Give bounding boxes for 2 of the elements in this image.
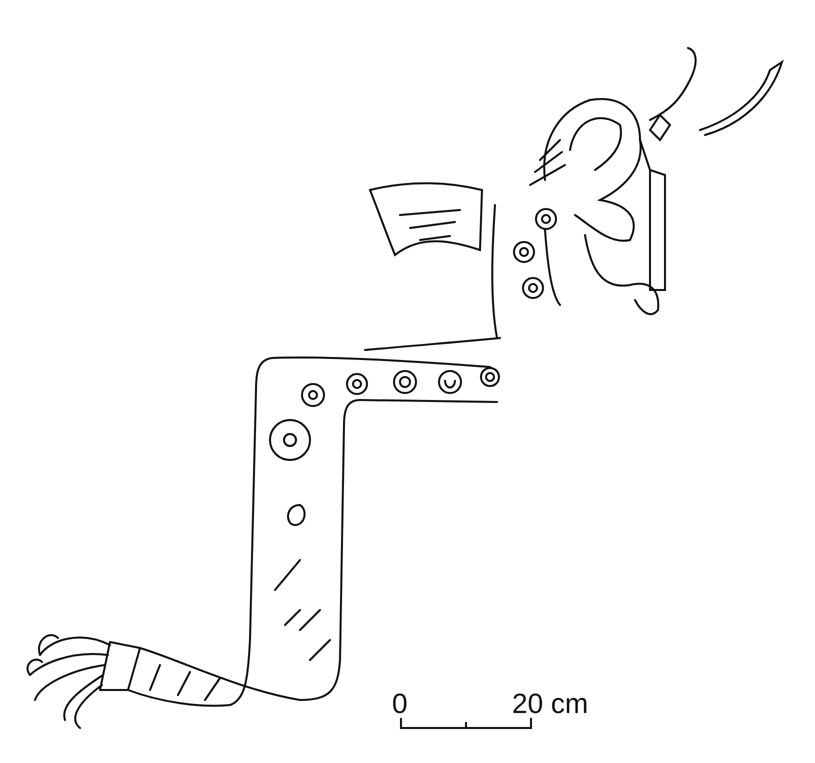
scale-label: 20 cm xyxy=(512,690,588,718)
scale-label: 0 xyxy=(392,690,408,718)
